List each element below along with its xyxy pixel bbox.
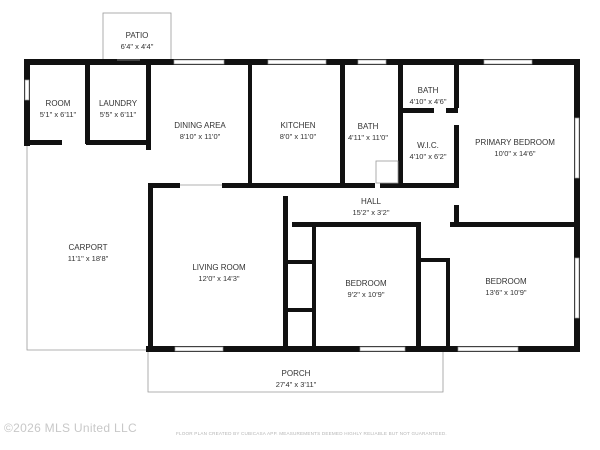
room-label-carport: CARPORT 11'1" x 18'8" xyxy=(68,243,109,263)
room-label-hall: HALL 15'2" x 3'2" xyxy=(353,197,390,217)
room-label-dining-area: DINING AREA 8'10" x 11'0" xyxy=(174,121,226,141)
room-label-bedroom-2: BEDROOM 13'6" x 10'9" xyxy=(485,277,527,297)
svg-text:4'10" x 6'2": 4'10" x 6'2" xyxy=(410,152,447,161)
svg-text:15'2" x 3'2": 15'2" x 3'2" xyxy=(353,208,390,217)
svg-text:4'11" x 11'0": 4'11" x 11'0" xyxy=(348,133,388,142)
room-label-primary-bedroom: PRIMARY BEDROOM 10'0" x 14'6" xyxy=(475,138,555,158)
room-label-laundry: LAUNDRY 5'5" x 6'11" xyxy=(99,99,138,119)
svg-text:KITCHEN: KITCHEN xyxy=(280,121,315,130)
room-label-bath: BATH 4'11" x 11'0" xyxy=(348,122,388,142)
svg-text:PORCH: PORCH xyxy=(282,369,311,378)
room-label-room: ROOM 5'1" x 6'11" xyxy=(40,99,77,119)
svg-text:W.I.C.: W.I.C. xyxy=(417,141,439,150)
disclaimer-text: FLOOR PLAN CREATED BY CUBICASA APP. MEAS… xyxy=(176,431,447,436)
svg-text:9'2" x 10'9": 9'2" x 10'9" xyxy=(348,290,385,299)
svg-text:LAUNDRY: LAUNDRY xyxy=(99,99,138,108)
svg-text:12'0" x 14'3": 12'0" x 14'3" xyxy=(198,274,239,283)
room-label-bedroom: BEDROOM 9'2" x 10'9" xyxy=(345,279,387,299)
room-label-living-room: LIVING ROOM 12'0" x 14'3" xyxy=(192,263,246,283)
room-label-bath-2: BATH 4'10" x 4'6" xyxy=(410,86,447,106)
svg-text:CARPORT: CARPORT xyxy=(69,243,108,252)
svg-text:13'6" x 10'9": 13'6" x 10'9" xyxy=(485,288,526,297)
svg-text:4'10" x 4'6": 4'10" x 4'6" xyxy=(410,97,447,106)
interior-walls xyxy=(24,62,580,350)
svg-text:6'4" x 4'4": 6'4" x 4'4" xyxy=(121,42,154,51)
svg-text:10'0" x 14'6": 10'0" x 14'6" xyxy=(494,149,535,158)
svg-text:BATH: BATH xyxy=(358,122,379,131)
windows xyxy=(24,59,580,352)
copyright-watermark: ©2026 MLS United LLC xyxy=(4,421,137,435)
svg-text:BEDROOM: BEDROOM xyxy=(345,279,387,288)
room-label-kitchen: KITCHEN 8'0" x 11'0" xyxy=(280,121,317,141)
svg-text:5'5" x 6'11": 5'5" x 6'11" xyxy=(100,110,137,119)
svg-text:8'0" x 11'0": 8'0" x 11'0" xyxy=(280,132,317,141)
svg-text:BEDROOM: BEDROOM xyxy=(485,277,527,286)
svg-text:LIVING ROOM: LIVING ROOM xyxy=(192,263,246,272)
svg-text:PATIO: PATIO xyxy=(126,31,149,40)
svg-text:8'10" x 11'0": 8'10" x 11'0" xyxy=(180,132,221,141)
svg-text:27'4" x 3'11": 27'4" x 3'11" xyxy=(276,380,317,389)
svg-text:11'1" x 18'8": 11'1" x 18'8" xyxy=(68,254,109,263)
room-label-patio: PATIO 6'4" x 4'4" xyxy=(121,31,154,51)
room-label-wic: W.I.C. 4'10" x 6'2" xyxy=(410,141,447,161)
svg-text:5'1" x 6'11": 5'1" x 6'11" xyxy=(40,110,77,119)
svg-text:DINING AREA: DINING AREA xyxy=(174,121,226,130)
svg-text:PRIMARY BEDROOM: PRIMARY BEDROOM xyxy=(475,138,555,147)
room-label-porch: PORCH 27'4" x 3'11" xyxy=(276,369,317,389)
fixtures xyxy=(117,59,399,186)
svg-text:BATH: BATH xyxy=(418,86,439,95)
svg-text:ROOM: ROOM xyxy=(46,99,71,108)
svg-text:HALL: HALL xyxy=(361,197,382,206)
